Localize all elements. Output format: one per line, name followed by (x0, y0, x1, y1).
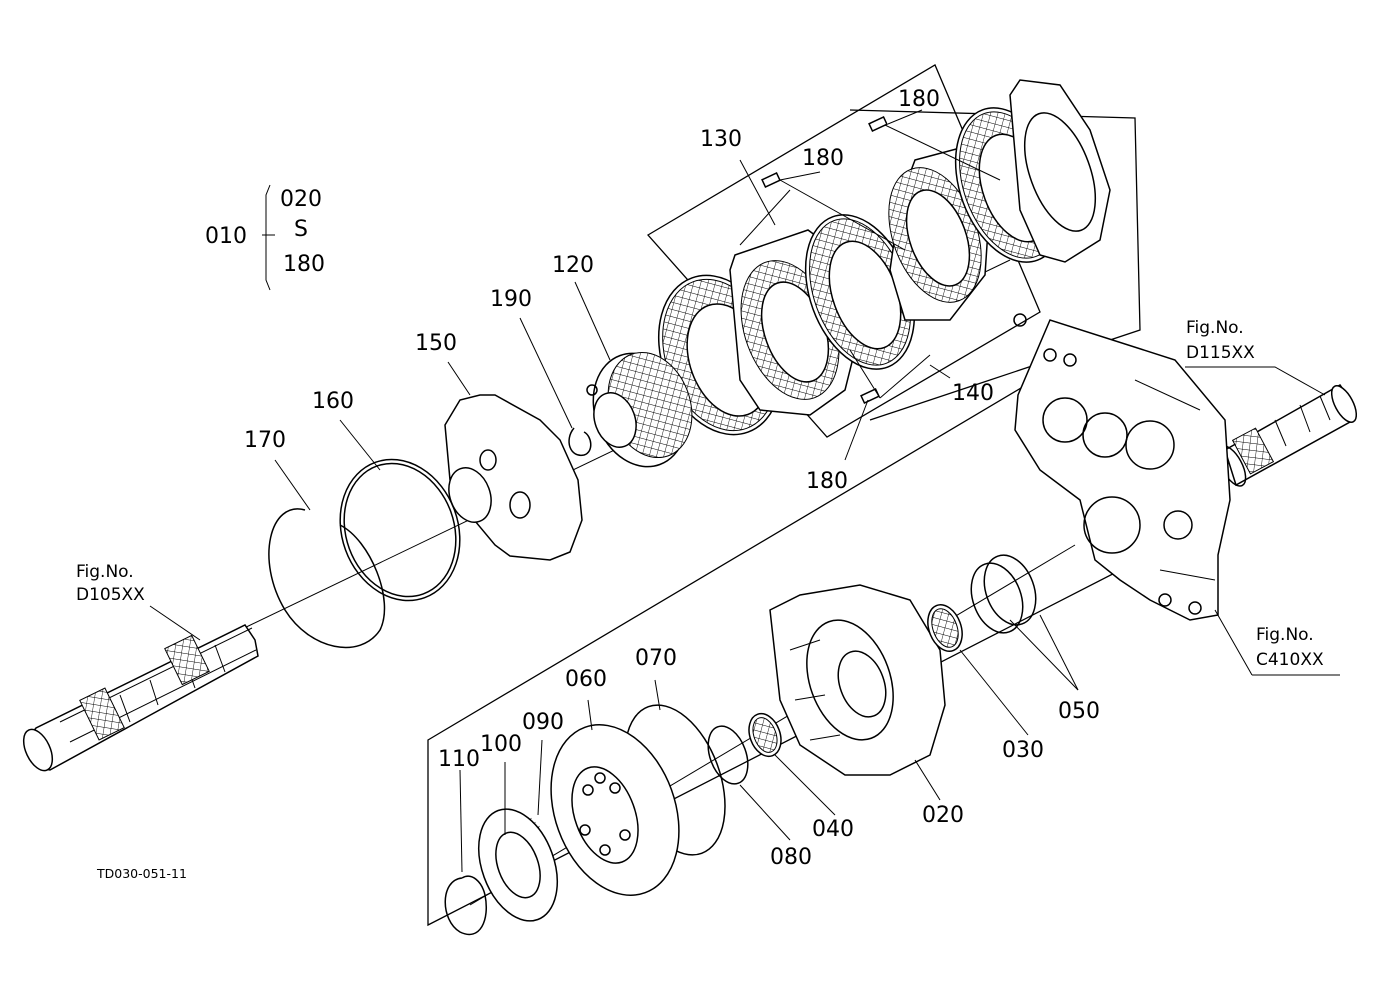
snap-ring-190 (568, 427, 592, 456)
part-label-090[interactable]: 090 (522, 710, 564, 735)
part-label-180-top[interactable]: 180 (898, 87, 940, 112)
fig-ref-d115-line1[interactable]: Fig.No. (1186, 318, 1244, 338)
part-label-170[interactable]: 170 (244, 428, 286, 453)
part-label-140[interactable]: 140 (952, 381, 994, 406)
transmission-housing (1013, 313, 1231, 621)
clutch-hub-120 (586, 351, 693, 468)
retaining-ring-160 (339, 458, 461, 602)
assembly-range-separator: S (294, 217, 308, 242)
assembly-range-start: 020 (280, 187, 322, 212)
bushing-040 (748, 712, 782, 758)
fig-ref-c410-line2[interactable]: C410XX (1256, 650, 1324, 670)
part-label-120[interactable]: 120 (552, 253, 594, 278)
seal-ring-050a (970, 562, 1024, 634)
part-label-020[interactable]: 020 (922, 803, 964, 828)
piston-plate-150 (444, 394, 583, 561)
part-label-180-mid[interactable]: 180 (802, 146, 844, 171)
o-ring-080 (707, 725, 749, 785)
part-label-080[interactable]: 080 (770, 845, 812, 870)
piston-060 (550, 724, 680, 896)
assembly-range-end: 180 (283, 252, 325, 277)
part-label-130[interactable]: 130 (700, 127, 742, 152)
assembly-parent-number: 010 (205, 224, 247, 249)
snap-ring-110 (444, 875, 487, 935)
part-label-070[interactable]: 070 (635, 646, 677, 671)
part-label-040[interactable]: 040 (812, 817, 854, 842)
part-label-060[interactable]: 060 (565, 667, 607, 692)
input-shaft (22, 624, 259, 772)
fig-ref-d105-line1[interactable]: Fig.No. (76, 562, 134, 582)
part-label-050[interactable]: 050 (1058, 699, 1100, 724)
clutch-drum-020 (769, 584, 946, 776)
snap-ring-170 (268, 508, 386, 649)
springs-180 (739, 115, 1001, 405)
fig-ref-c410-line1[interactable]: Fig.No. (1256, 625, 1314, 645)
part-label-180-bottom[interactable]: 180 (806, 469, 848, 494)
assembly-callout: 010 020 S 180 (205, 187, 325, 277)
washer-100 (478, 808, 558, 922)
part-label-100[interactable]: 100 (480, 732, 522, 757)
drawing-code: TD030-051-11 (96, 866, 187, 881)
output-shaft (1217, 384, 1358, 487)
fig-ref-d105-line2[interactable]: D105XX (76, 585, 145, 605)
leader-lines (149, 109, 1340, 873)
figure-reference-labels: Fig.No. D105XX Fig.No. D115XX Fig.No. C4… (76, 318, 1324, 670)
part-label-160[interactable]: 160 (312, 389, 354, 414)
part-label-150[interactable]: 150 (415, 331, 457, 356)
part-label-030[interactable]: 030 (1002, 738, 1044, 763)
part-number-labels: 120 130 140 150 160 170 180 180 180 190 … (244, 87, 1100, 870)
seal-ring-050b (983, 554, 1037, 626)
part-label-110[interactable]: 110 (438, 747, 480, 772)
clutch-friction-plates (657, 79, 1111, 436)
fig-ref-d115-line2[interactable]: D115XX (1186, 343, 1255, 363)
bushing-030 (927, 604, 963, 652)
part-label-190[interactable]: 190 (490, 287, 532, 312)
